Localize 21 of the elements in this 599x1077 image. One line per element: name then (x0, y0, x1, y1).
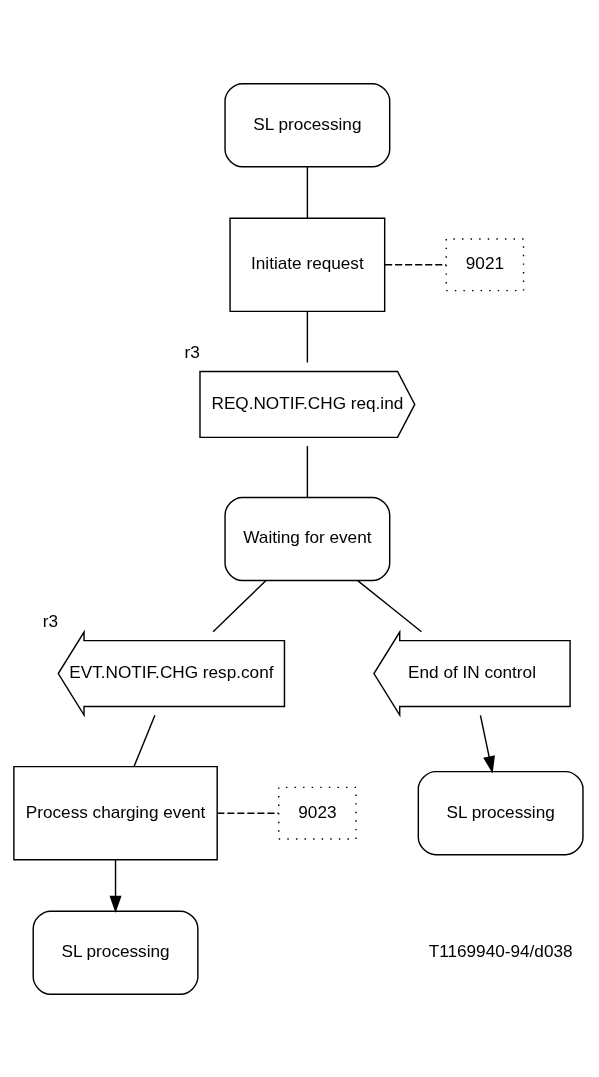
arrow (479, 714, 495, 773)
node-box: Waiting for event (224, 496, 391, 581)
node-box: Initiate request (229, 217, 386, 312)
connector (212, 579, 267, 632)
connector (133, 714, 156, 767)
node-label: r3 (184, 341, 200, 362)
label: T1169940-94/d038 (428, 940, 573, 961)
node-box: SL processing (32, 910, 199, 995)
connector (306, 310, 309, 363)
node-box: SL processing (224, 82, 391, 167)
node-box: 9021 (445, 237, 525, 291)
connector (384, 263, 447, 266)
connector (306, 165, 309, 219)
connector (356, 579, 423, 632)
node-box: SL processing (417, 770, 584, 855)
connector (306, 444, 309, 498)
node-box: 9023 (278, 786, 357, 840)
node-label: r3 (42, 610, 59, 631)
arrow (109, 858, 122, 913)
node-box: Process charging event (13, 765, 218, 860)
connector (216, 811, 280, 814)
